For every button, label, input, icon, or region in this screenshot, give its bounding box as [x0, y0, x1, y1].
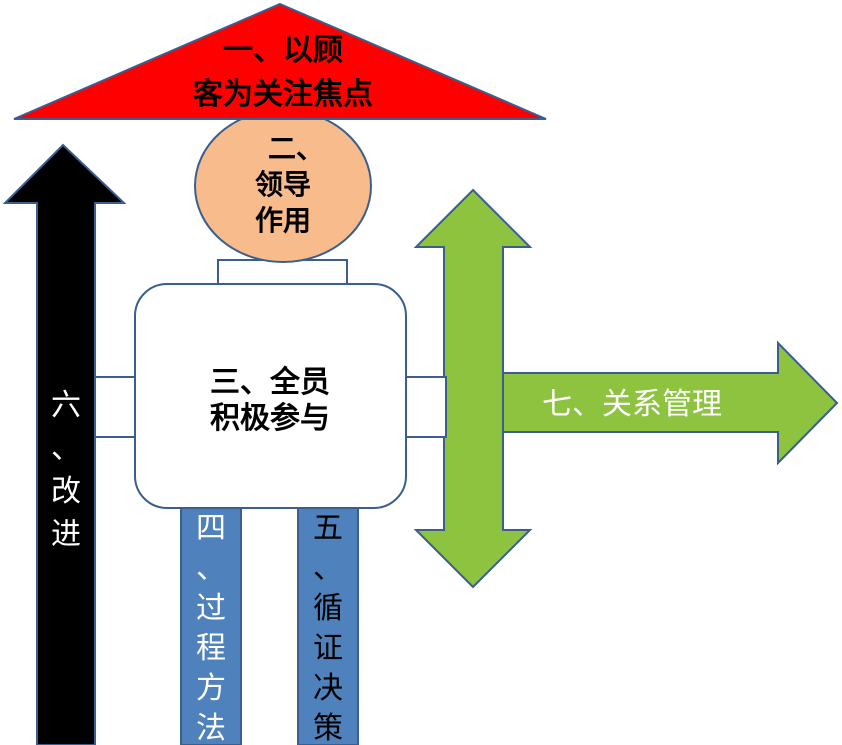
- relationship-label: 七、关系管理: [542, 387, 722, 422]
- engagement-body: [134, 283, 407, 509]
- improvement-char: 进: [51, 517, 81, 552]
- customer-focus-label-line2: 客为关注焦点: [193, 77, 373, 112]
- process-approach-char: 方: [196, 671, 226, 706]
- engagement-label-line2: 积极参与: [210, 401, 330, 436]
- improvement-char: 六: [51, 388, 81, 423]
- improvement-label: 六、改进: [51, 388, 81, 552]
- leadership-label-line1: 二、: [268, 132, 324, 165]
- improvement-arrow: [2, 143, 127, 745]
- process-approach-char: 法: [196, 711, 226, 745]
- improvement-char: 、: [51, 431, 81, 466]
- process-approach-char: 四: [196, 511, 226, 546]
- improvement-char: 改: [51, 474, 81, 509]
- evidence-based-char: 证: [313, 631, 343, 666]
- evidence-based-leg: [297, 499, 359, 745]
- vertical-double-arrow: [413, 188, 533, 589]
- evidence-based-char: 策: [313, 711, 343, 745]
- process-approach-char: 程: [196, 631, 226, 666]
- engagement-label-line1: 三、全员: [210, 365, 330, 400]
- process-approach-char: 、: [196, 551, 226, 586]
- left-arm: [94, 376, 138, 438]
- right-arm: [403, 376, 447, 438]
- evidence-based-char: 循: [313, 591, 343, 626]
- evidence-based-char: 、: [313, 551, 343, 586]
- evidence-based-char: 决: [313, 671, 343, 706]
- leadership-label-line3: 作用: [255, 204, 311, 237]
- relationship-arrow: [499, 340, 839, 466]
- evidence-based-char: 五: [313, 511, 343, 546]
- process-approach-char: 过: [196, 591, 226, 626]
- leadership-label-line2: 领导: [255, 168, 311, 201]
- customer-focus-label-line1: 一、以顾: [223, 33, 343, 68]
- customer-focus-hat: [13, 2, 547, 120]
